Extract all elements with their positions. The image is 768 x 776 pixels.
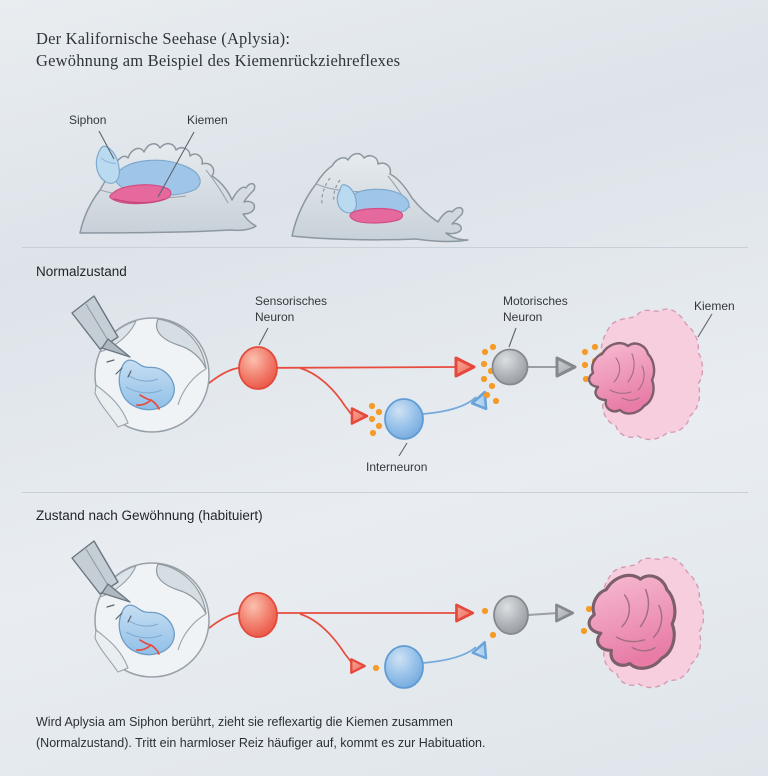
interneuron-axon (422, 646, 477, 664)
leader-lines-top (98, 130, 195, 198)
section-divider (22, 247, 748, 248)
neurotransmitter-dots (580, 605, 593, 635)
sensory-axon-branch (299, 367, 352, 415)
leader-lines-normal (258, 313, 713, 457)
gill-label-normal: Kiemen (694, 299, 735, 313)
withdrawal-motion-dashes (321, 177, 341, 207)
sensory-leader-line (258, 327, 269, 346)
sea-hare-contracted-illustration (291, 152, 469, 243)
gill-leader-line (157, 131, 195, 198)
sensory-axon-branch (299, 613, 352, 663)
sensory-terminal-motor (455, 603, 475, 623)
habituated-section-heading: Zustand nach Gewöhnung (habituiert) (36, 508, 263, 523)
sensory-terminal-interneuron (350, 658, 366, 674)
sea-hare-siphon-shape (336, 184, 357, 214)
motor-axon (527, 612, 559, 616)
sensory-neuron-label: Sensorisches Neuron (255, 294, 328, 324)
interneuron-terminal-motor (471, 638, 493, 660)
sea-hare-gill-shape (109, 184, 172, 205)
neurotransmitter-dots (368, 402, 383, 437)
motor-terminal-gill (555, 356, 577, 378)
interneuron (384, 398, 424, 440)
sensory-terminal-interneuron (350, 407, 369, 425)
figure-caption: Wird Aplysia am Siphon berührt, zieht si… (36, 715, 486, 750)
siphon-leader-line (98, 130, 115, 160)
gill-label-top: Kiemen (187, 113, 228, 127)
interneuron-label: Interneuron (366, 460, 428, 474)
interneuron (384, 645, 424, 689)
siphon-label: Siphon (69, 113, 107, 127)
motor-terminal-gill (555, 603, 575, 623)
interneuron-terminal-motor (470, 388, 494, 411)
motor-neuron (493, 595, 529, 635)
motor-neuron (491, 348, 529, 386)
circuit-normal (71, 295, 704, 441)
sensory-neuron (238, 346, 278, 390)
gill-leader-line (697, 313, 713, 338)
motor-neuron-label: Motorisches Neuron (503, 294, 568, 324)
motor-leader-line (508, 327, 517, 348)
siphon-magnifier (71, 295, 210, 433)
gill-withdrawn (587, 308, 704, 441)
normal-section-heading: Normalzustand (36, 264, 127, 279)
sea-hare-relaxed-illustration (79, 142, 257, 234)
circuit-habituated (71, 540, 705, 689)
siphon-magnifier (71, 540, 210, 678)
neurotransmitter-dots (372, 664, 380, 672)
page-title: Der Kalifornische Seehase (Aplysia): Gew… (36, 29, 401, 70)
neurotransmitter-dots (481, 607, 497, 639)
section-divider (22, 492, 748, 493)
sea-hare-siphon-shape (95, 145, 120, 184)
gill-relaxed (587, 556, 705, 689)
sea-hare-gill-shape (349, 207, 404, 224)
interneuron-leader-line (398, 442, 408, 457)
sensory-neuron (238, 592, 278, 638)
interneuron-axon (422, 396, 477, 415)
sensory-terminal-motor (454, 356, 476, 378)
